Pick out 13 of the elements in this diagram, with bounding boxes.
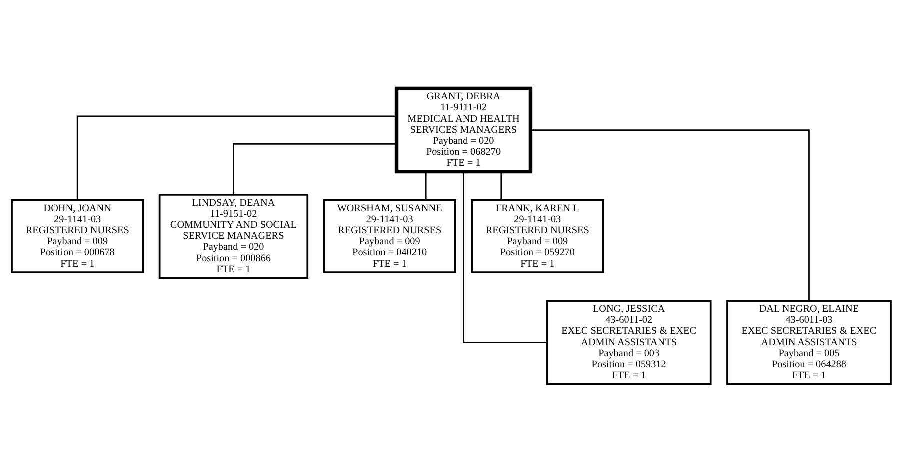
node-box: DOHN, JOANN 29-1141-03 REGISTERED NURSES Payband = 009 Position = 000678 FTE = 1 xyxy=(11,199,144,273)
connector xyxy=(425,171,427,200)
connector xyxy=(233,142,397,194)
node-box: FRANK, KAREN L 29-1141-03 REGISTERED NURSES Payband = 009 Position = 059270 FTE = 1 xyxy=(471,199,604,273)
node-box: LINDSAY, DEANA 11-9151-02 COMMUNITY AND SOCIAL SERVICE MANAGERS Payband = 020 Position = 000866 FTE = 1 xyxy=(158,194,309,278)
connector xyxy=(530,129,810,300)
node-box: LONG, JESSICA 43-6011-02 EXEC SECRETARIES & EXEC ADMIN ASSISTANTS Payband = 003 Position = 059312 FTE = 1 xyxy=(546,300,712,385)
connector xyxy=(500,171,502,200)
node-box: DAL NEGRO, ELAINE 43-6011-03 EXEC SECRETARIES & EXEC ADMIN ASSISTANTS Payband = 005 Position = 064288 FTE = 1 xyxy=(726,300,892,385)
connector xyxy=(463,172,548,343)
node-box: WORSHAM, SUSANNE 29-1141-03 REGISTERED NURSES Payband = 009 Position = 040210 FTE = 1 xyxy=(323,199,456,273)
node-box: GRANT, DEBRA 11-9111-02 MEDICAL AND HEALTH SERVICES MANAGERS Payband = 020 Position = 068270 FTE = 1 xyxy=(394,86,533,174)
connector xyxy=(76,115,396,200)
